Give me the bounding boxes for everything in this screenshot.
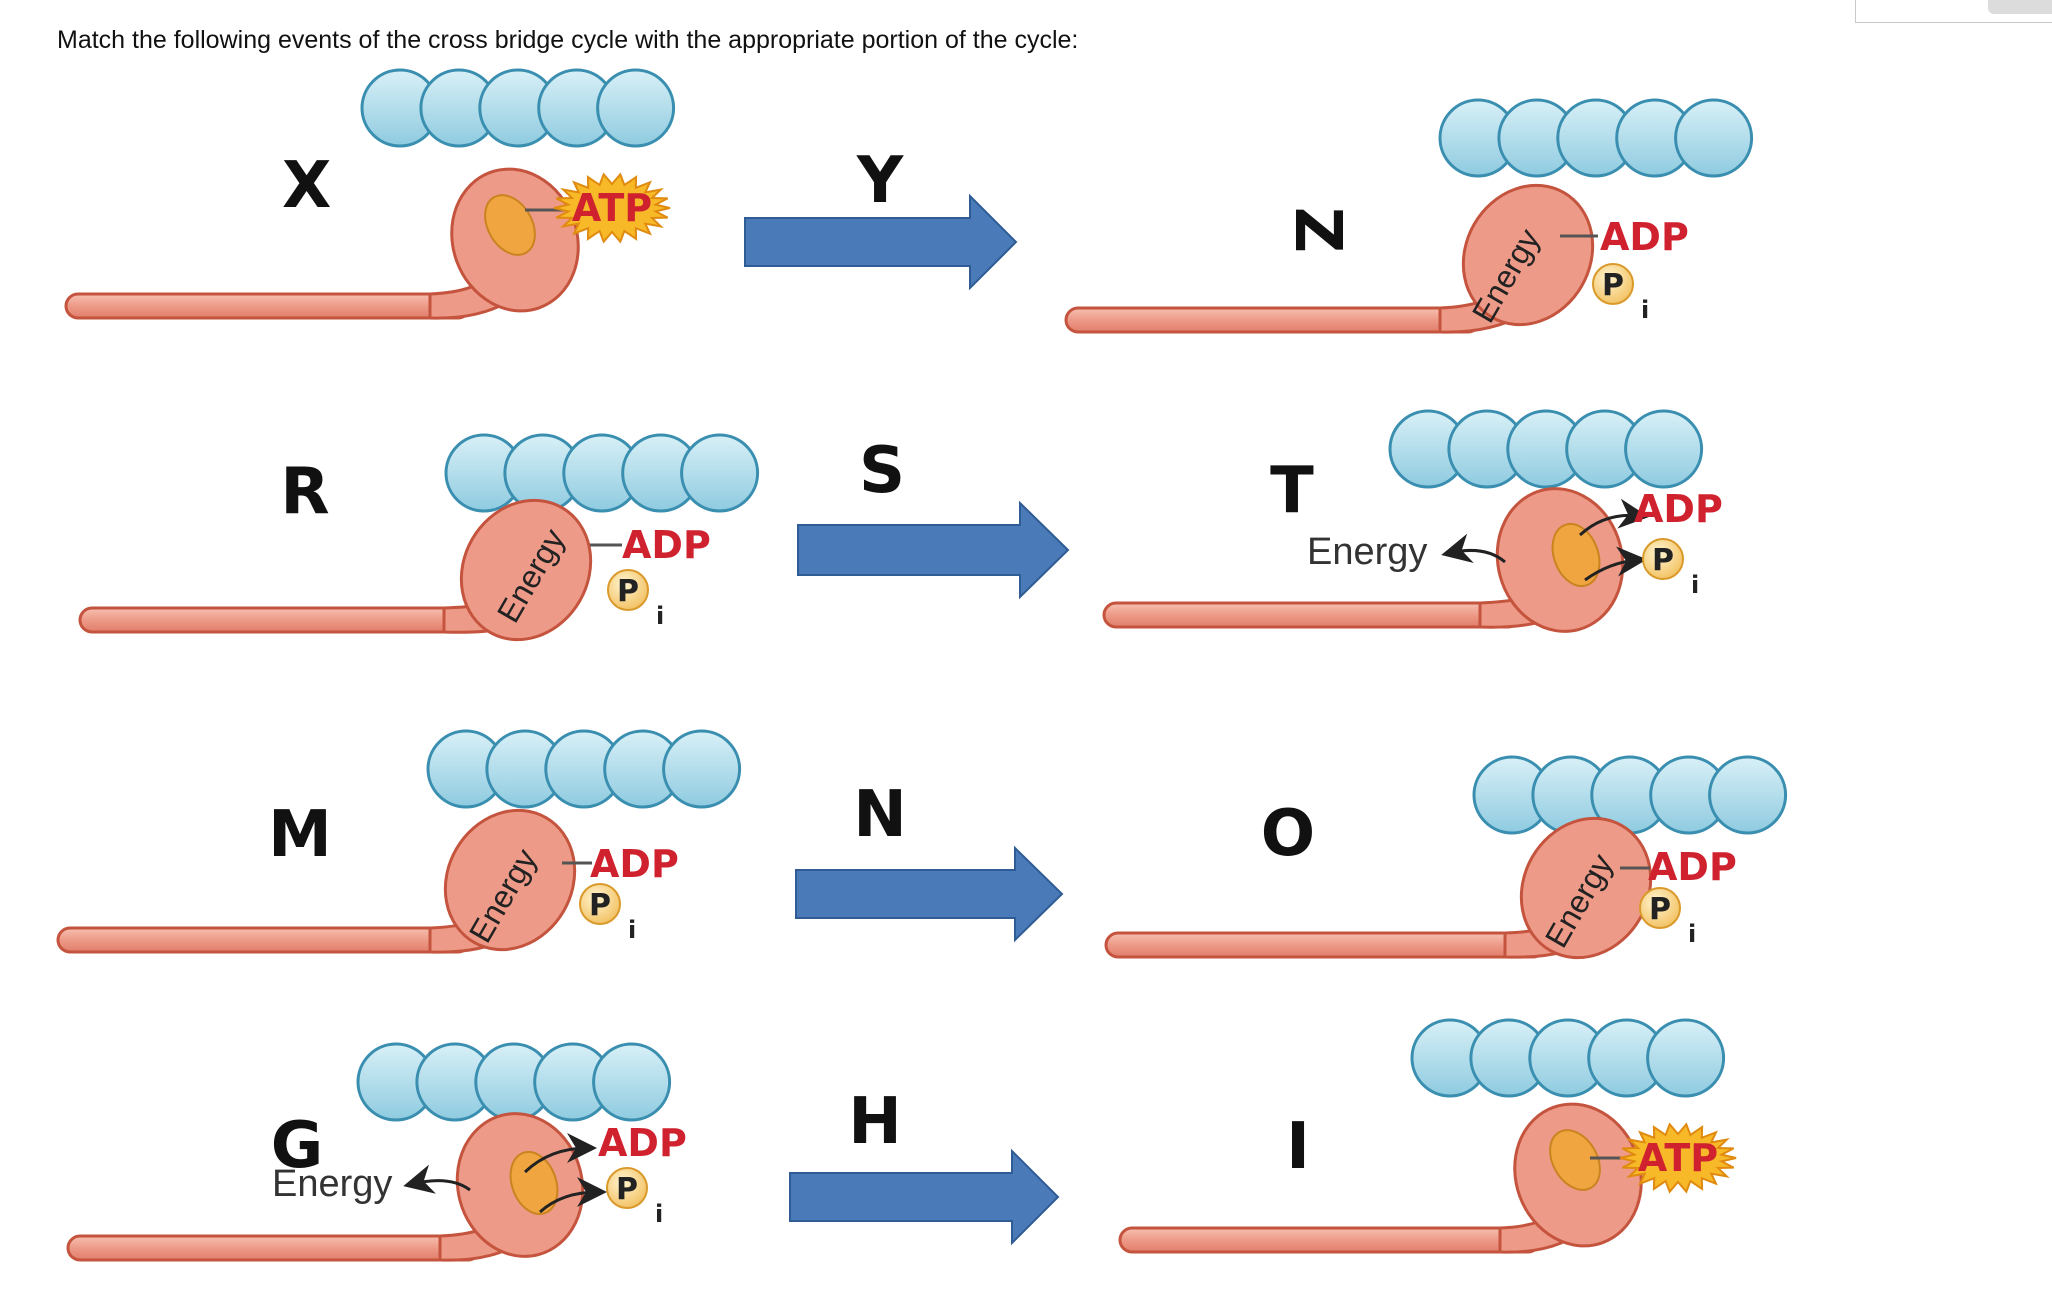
actin-bead [680, 433, 760, 513]
phosphate-label: P [617, 574, 639, 609]
corner-tab [1988, 0, 2052, 14]
actin-bead [662, 729, 742, 809]
actin-bead [1646, 1018, 1726, 1098]
phosphate-subscript: i [628, 916, 636, 944]
binding-site [484, 194, 536, 256]
myosin-tail [66, 1234, 482, 1262]
adp-label: ADP [1648, 845, 1737, 889]
energy-released-label: Energy [1307, 531, 1427, 573]
myosin-tail [78, 606, 486, 634]
myosin-head [1519, 816, 1653, 960]
actin-filament [356, 1042, 672, 1122]
phosphate-subscript: i [655, 1200, 663, 1228]
phosphate-label: P [1602, 268, 1624, 303]
adp-label: ADP [590, 842, 679, 886]
label-o: O [1261, 797, 1315, 871]
label-g: G [271, 1109, 324, 1183]
phosphate-label: P [616, 1172, 638, 1207]
myosin-head [459, 498, 593, 642]
adp-label: ADP [1600, 215, 1689, 259]
actin-bead [596, 68, 676, 148]
myosin-tail [1064, 306, 1482, 334]
energy-released-label: Energy [272, 1163, 392, 1205]
phosphate-label: P [589, 888, 611, 923]
phosphate-label: P [1649, 892, 1671, 927]
label-m: M [268, 798, 332, 872]
myosin-head [1461, 183, 1595, 327]
actin-bead [1624, 409, 1704, 489]
actin-filament [444, 433, 760, 513]
arrow-p-icon [538, 1177, 607, 1214]
label-s: S [859, 434, 905, 508]
adp-label: ADP [1634, 487, 1723, 531]
arrow-h-icon [789, 1148, 1060, 1246]
phosphate-subscript: i [1691, 571, 1699, 599]
actin-bead [1708, 755, 1788, 835]
adp-label: ADP [622, 523, 711, 567]
label-r: R [280, 455, 329, 529]
arrow-energy-icon [403, 1164, 471, 1194]
atp-burst-icon [1619, 1122, 1737, 1194]
arrow-adp-icon [1578, 498, 1649, 537]
phosphate-icon [1642, 538, 1684, 580]
myosin-head [443, 808, 577, 952]
myosin-tail [64, 292, 472, 320]
actin-filament [1388, 409, 1704, 489]
label-y: Y [856, 144, 904, 218]
myosin-molecule [1064, 183, 1595, 334]
myosin-tail [1104, 931, 1547, 959]
question-text: Match the following events of the cross … [57, 26, 1079, 54]
arrow-s-icon [797, 500, 1070, 600]
actin-filament [1472, 755, 1788, 835]
myosin-molecule [78, 498, 593, 642]
binding-site [509, 1151, 559, 1215]
phosphate-icon [1639, 887, 1681, 929]
actin-filament [426, 729, 742, 809]
label-x: X [282, 149, 331, 223]
phosphate-subscript: i [1688, 920, 1696, 948]
binding-site [1551, 523, 1601, 587]
myosin-tail [1118, 1226, 1542, 1254]
arrow-y-icon [744, 193, 1018, 291]
arrow-p-icon [1584, 546, 1647, 582]
arrow-adp-icon [523, 1133, 597, 1174]
arrow-energy-icon [1441, 533, 1506, 564]
atp-label: ATP [572, 186, 652, 230]
phosphate-icon [1592, 263, 1634, 305]
label-t: T [1270, 454, 1314, 528]
binding-site [1549, 1129, 1601, 1191]
myosin-molecule [1104, 816, 1653, 960]
phosphate-subscript: i [656, 602, 664, 630]
atp-burst-icon [553, 172, 671, 244]
arrow-n-icon [795, 845, 1064, 943]
actin-filament [1438, 98, 1754, 178]
label-i: I [1286, 1110, 1310, 1184]
label-h: H [848, 1085, 902, 1159]
phosphate-icon [579, 883, 621, 925]
actin-filament [1410, 1018, 1726, 1098]
label-z: Z [1280, 207, 1354, 253]
phosphate-subscript: i [1641, 296, 1649, 324]
myosin-molecule [56, 808, 577, 954]
myosin-tail [56, 926, 472, 954]
adp-label: ADP [598, 1121, 687, 1165]
phosphate-icon [606, 1167, 648, 1209]
actin-filament [360, 68, 676, 148]
myosin-tail [1102, 601, 1522, 629]
actin-bead [1674, 98, 1754, 178]
phosphate-icon [607, 569, 649, 611]
actin-bead [592, 1042, 672, 1122]
label-n: N [853, 778, 907, 852]
phosphate-label: P [1652, 543, 1674, 578]
atp-label: ATP [1638, 1136, 1718, 1180]
